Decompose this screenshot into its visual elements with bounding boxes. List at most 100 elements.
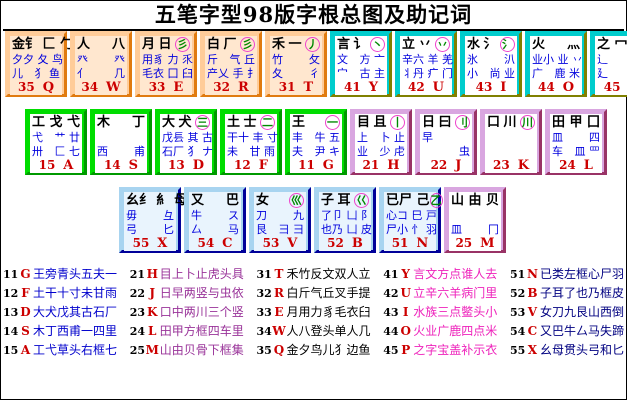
key-glyph-line: 夂彳 (272, 66, 320, 80)
key-glyph-line: 火灬 (532, 37, 580, 52)
key-glyph-left: 业 (357, 144, 368, 158)
mnemonic-key-letter: E (274, 305, 284, 319)
mnemonic-text: 王旁青头五夫一 (33, 267, 118, 281)
key-glyph-right: 丷 (418, 37, 432, 52)
key-区位-number: 24 (559, 158, 576, 172)
key-glyph-right: 由 贝 (468, 193, 499, 208)
key-glyph-right: 匚 七 (54, 144, 81, 158)
key-glyph-right: 癶 (114, 52, 125, 66)
identifying-code-icon: 川 (520, 115, 535, 130)
key-glyph-right: ス (228, 208, 239, 222)
key-glyph-right: 厂 犭 ナ (173, 144, 213, 158)
key-p[interactable]: 之冖 宀辶礻廴衤45P (590, 31, 627, 97)
key-glyph-left: 干 (227, 130, 238, 144)
key-glyph-right: 曰 (438, 115, 452, 130)
mnemonic-key-letter: L (148, 324, 157, 338)
mnemonic-number: 35 (256, 344, 272, 357)
key-glyph-left: 上 (357, 130, 368, 144)
identifying-code-icon: 刂 (455, 115, 470, 130)
key-glyph-line: 廴衤 (597, 66, 627, 80)
key-glyph-left: 竹 (272, 52, 283, 66)
key-glyph-line: 辛六 羊 羌 (402, 52, 453, 66)
key-区位-number: 55 (132, 236, 150, 250)
key-glyph-line: 心コ 巳 戸 (386, 208, 437, 222)
key-glyph-left: 月 (142, 37, 156, 52)
key-glyph-right: 甫 (134, 144, 145, 158)
mnemonic-number: 45 (383, 344, 399, 357)
key-letter: H (387, 158, 400, 173)
key-letter: F (258, 158, 268, 173)
mnemonic-number: 54 (509, 325, 526, 338)
key-glyph-line: 尸小 忄 羽 (386, 222, 437, 236)
key-glyph-right: 皿 罒 (574, 144, 601, 158)
key-glyph-line: 田甲 囗 (552, 115, 600, 130)
key-glyph-left: 西 (97, 144, 108, 158)
key-glyph-left: 丬 (402, 66, 413, 80)
key-letter: O (562, 80, 575, 95)
key-glyph-left: 弓 (126, 222, 137, 236)
key-glyph-left: 田 (552, 115, 566, 130)
key-glyph-left: 之 (597, 37, 611, 52)
key-glyph-left: 牛 (191, 208, 202, 222)
key-glyph-left: 火 (532, 37, 546, 52)
key-glyph-left: 产 (207, 66, 218, 80)
key-glyph-right: 犬 (178, 115, 192, 130)
key-glyph-line: 大犬三 (162, 115, 210, 130)
key-letter: A (63, 158, 74, 173)
key-glyph-line: 刀九 (256, 208, 304, 222)
mnemonic-text: 女刀九艮山西倒 (539, 305, 624, 319)
key-glyph-right: 冖 宀 (614, 37, 627, 52)
key-glyph-line: 宀古 主 (337, 66, 385, 80)
key-glyph-right: 牛 五 (314, 130, 341, 144)
mnemonic-key-letter: U (400, 286, 411, 300)
key-glyph-line: 工戈 弋 (32, 115, 80, 130)
mnemonic-number: 53 (509, 306, 526, 319)
key-letter: G (322, 158, 334, 173)
key-glyph-line: 业少 虍 (357, 144, 405, 158)
key-letter: I (500, 80, 507, 95)
key-glyph-left: 也 (321, 222, 332, 236)
key-glyph-right: 乃 凵 皮 (332, 222, 372, 236)
key-glyph-line: 了卩 凵 阝 (321, 208, 372, 222)
key-glyph-line: 白厂彡 (207, 37, 255, 52)
key-glyph-left: 山 (451, 193, 465, 208)
mnemonic-number: 23 (129, 306, 146, 319)
key-glyph-left: 工 (32, 115, 46, 130)
